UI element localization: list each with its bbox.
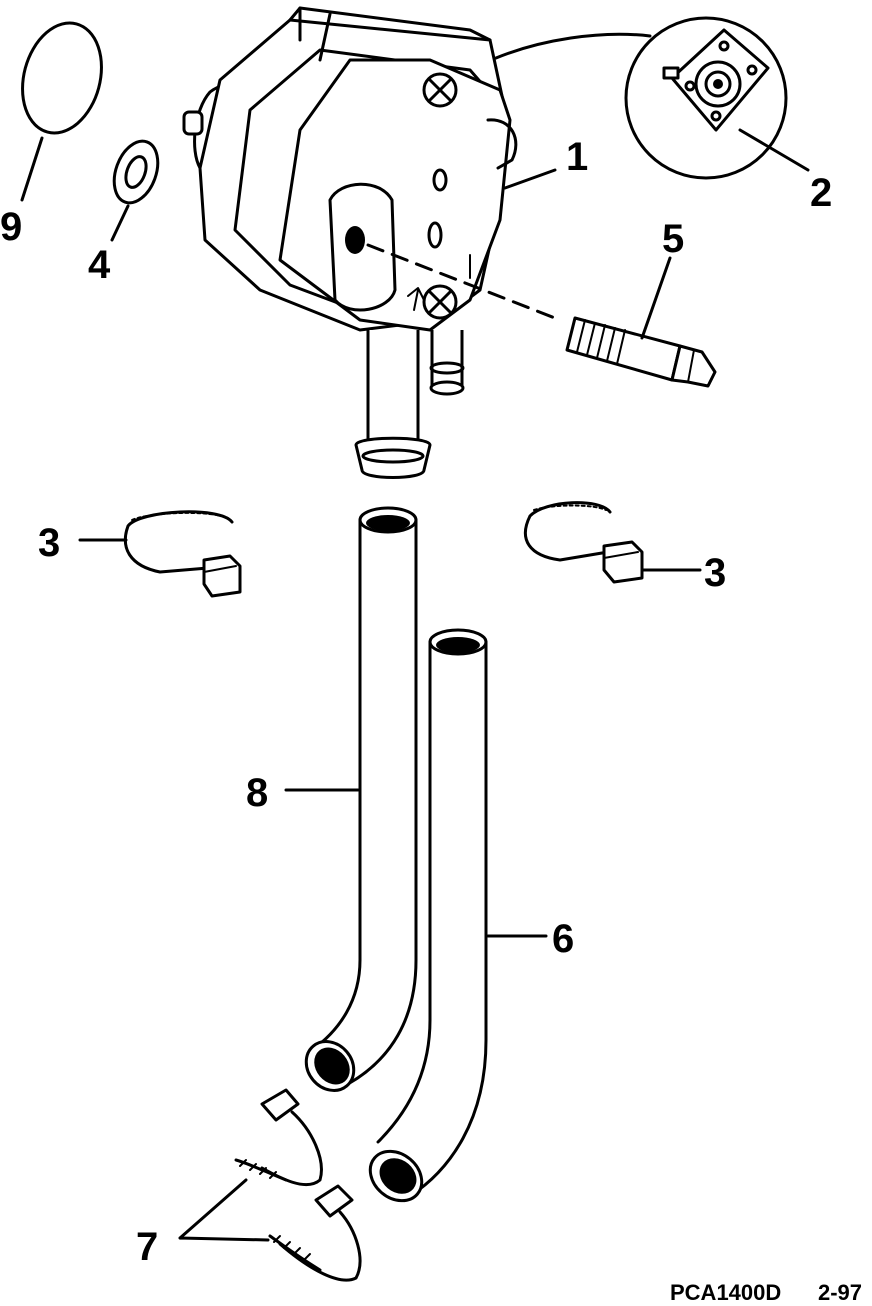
page-number: 2-97 [818, 1280, 862, 1305]
bolt-part [565, 316, 717, 388]
callout-5: 5 [662, 217, 684, 261]
leader-line-2 [738, 128, 810, 172]
fuel-hose-short-part [368, 628, 488, 1203]
leader-line-5 [640, 256, 672, 340]
leader-lines-7 [178, 1178, 270, 1242]
small-clamp-upper-part [234, 1088, 323, 1186]
callout-1: 1 [566, 135, 588, 179]
figure-code: PCA1400D [670, 1280, 781, 1305]
callout-6: 6 [552, 917, 574, 961]
leader-line-9 [20, 136, 44, 202]
o-ring-part [21, 21, 103, 135]
callout-7: 7 [136, 1225, 158, 1269]
leader-line-1 [503, 168, 557, 190]
detail-pointer [494, 32, 652, 60]
callout-9: 9 [0, 205, 22, 249]
leader-line-4 [110, 204, 130, 242]
fuel-hose-long-part [304, 506, 418, 1092]
washer-part [112, 139, 160, 205]
hose-clamp-left-part [123, 510, 242, 598]
callout-3-right: 3 [704, 551, 726, 595]
callout-3-left: 3 [38, 521, 60, 565]
valve-detail-part [624, 16, 788, 180]
callout-2: 2 [810, 171, 832, 215]
small-clamp-lower-part [268, 1184, 362, 1282]
fuel-pump-part [182, 6, 518, 479]
hose-clamp-right-part [523, 501, 644, 584]
callout-4: 4 [88, 243, 111, 287]
alignment-dashed-line [366, 243, 562, 322]
callout-8: 8 [246, 771, 268, 815]
